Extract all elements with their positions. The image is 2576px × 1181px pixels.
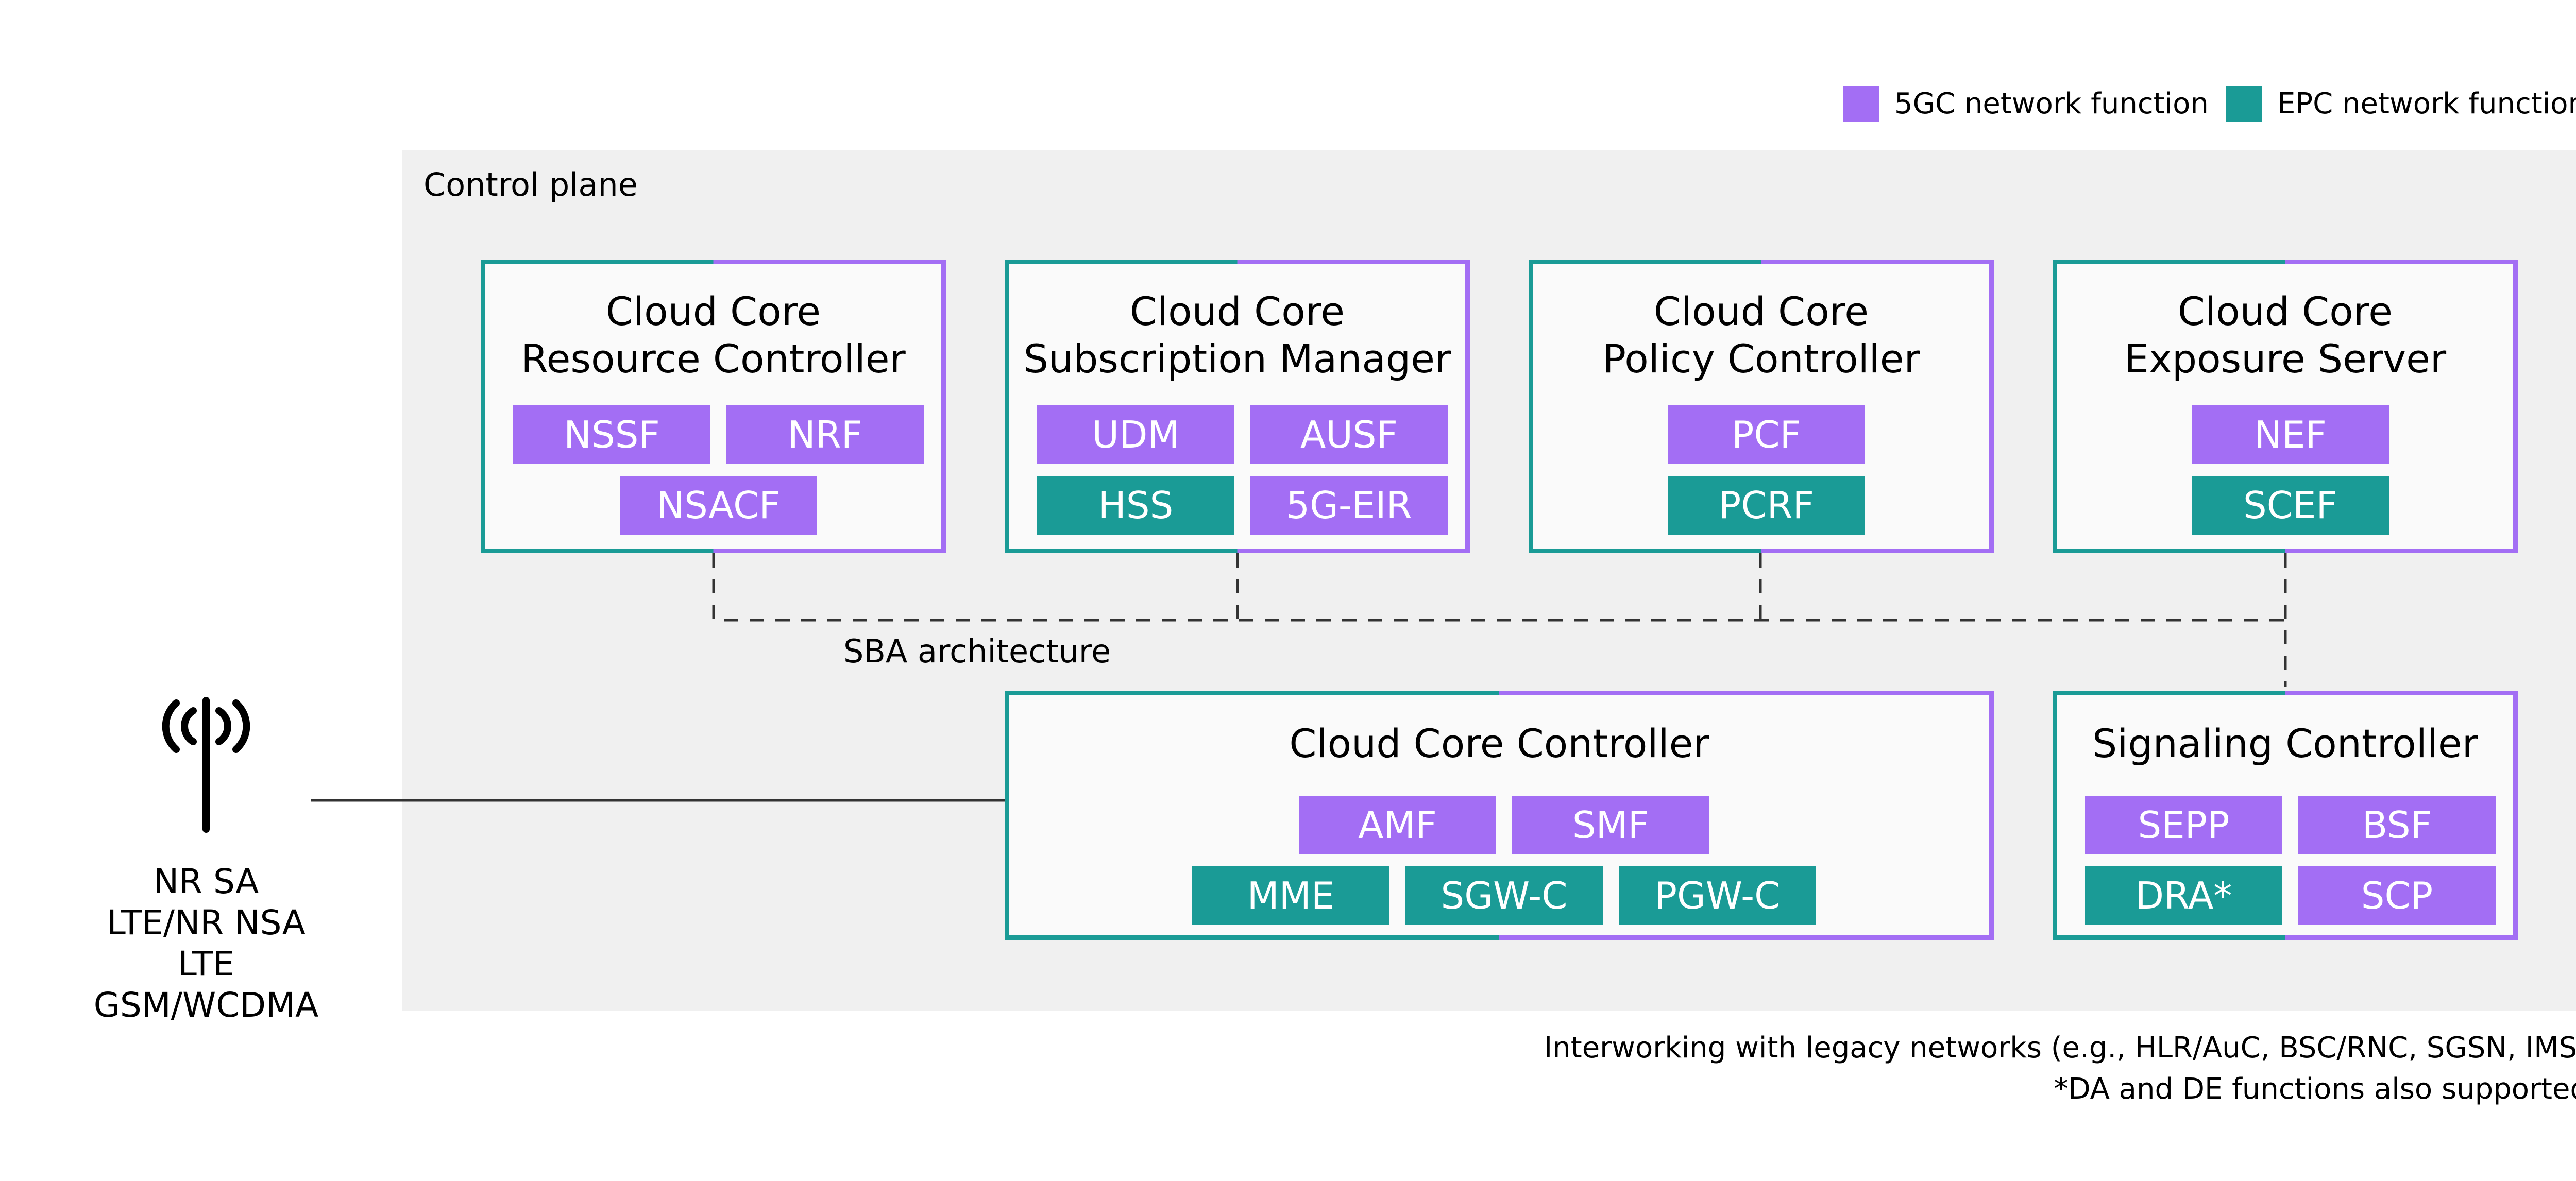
nf-sgw-c: SGW-C: [1405, 866, 1603, 925]
legend-epc-swatch: [2226, 86, 2262, 122]
sba-architecture-label: SBA architecture: [843, 632, 1111, 670]
nf-ausf: AUSF: [1250, 405, 1448, 464]
nf-udm: UDM: [1037, 405, 1234, 464]
antenna-icon: [162, 697, 250, 833]
card-title-line1: Cloud Core: [2177, 288, 2393, 334]
legend-5gc-label: 5GC network function: [1894, 87, 2209, 121]
card-title: Cloud Core Controller: [1289, 721, 1709, 766]
card-title-line1: Cloud Core: [1129, 288, 1345, 334]
card-title-line2: Resource Controller: [521, 336, 906, 382]
nf-scp: SCP: [2298, 866, 2496, 925]
card-title-line1: Cloud Core: [605, 288, 821, 334]
nf-bsf: BSF: [2298, 796, 2496, 854]
nf-pcrf: PCRF: [1668, 476, 1865, 535]
nf-scef: SCEF: [2192, 476, 2389, 535]
interworking-note: Interworking with legacy networks (e.g.,…: [1544, 1031, 2576, 1065]
nf-nsacf: NSACF: [620, 476, 817, 535]
nf-nssf: NSSF: [513, 405, 710, 464]
nf-mme: MME: [1192, 866, 1389, 925]
legend-epc-label: EPC network function: [2277, 87, 2576, 121]
card-title-line2: Subscription Manager: [1023, 336, 1451, 382]
card-subscription-manager: Cloud Core Subscription Manager UDM AUSF…: [1005, 260, 1470, 553]
control-plane-label: Control plane: [423, 166, 638, 203]
nf-sepp: SEPP: [2085, 796, 2282, 854]
sba-bus-line: [712, 553, 2287, 687]
nf-hss: HSS: [1037, 476, 1234, 535]
card-exposure-server: Cloud Core Exposure Server NEF SCEF: [2053, 260, 2518, 553]
nf-nef: NEF: [2192, 405, 2389, 464]
nf-dra: DRA*: [2085, 866, 2282, 925]
card-title: Signaling Controller: [2092, 721, 2478, 766]
access-tech-lte: LTE: [178, 944, 234, 984]
card-signaling-controller: Signaling Controller SEPP BSF DRA* SCP: [2053, 691, 2518, 940]
nf-pgw-c: PGW-C: [1619, 866, 1816, 925]
access-tech-gsm-wcdma: GSM/WCDMA: [93, 985, 319, 1025]
card-core-controller: Cloud Core Controller AMF SMF MME SGW-C …: [1005, 691, 1994, 940]
nf-5g-eir: 5G-EIR: [1250, 476, 1448, 535]
nf-nrf: NRF: [726, 405, 924, 464]
nf-smf: SMF: [1512, 796, 1709, 854]
card-title-line2: Exposure Server: [2124, 336, 2447, 382]
access-tech-lte-nr-nsa: LTE/NR NSA: [107, 903, 306, 943]
access-tech-nr-sa: NR SA: [153, 862, 259, 901]
footnote: *DA and DE functions also supported: [2054, 1072, 2576, 1106]
nf-amf: AMF: [1299, 796, 1496, 854]
nf-pcf: PCF: [1668, 405, 1865, 464]
card-title-line2: Policy Controller: [1602, 336, 1920, 382]
card-policy-controller: Cloud Core Policy Controller PCF PCRF: [1529, 260, 1994, 553]
card-resource-controller: Cloud Core Resource Controller NSSF NRF …: [481, 260, 946, 553]
card-title-line1: Cloud Core: [1653, 288, 1869, 334]
legend-5gc-swatch: [1843, 86, 1879, 122]
